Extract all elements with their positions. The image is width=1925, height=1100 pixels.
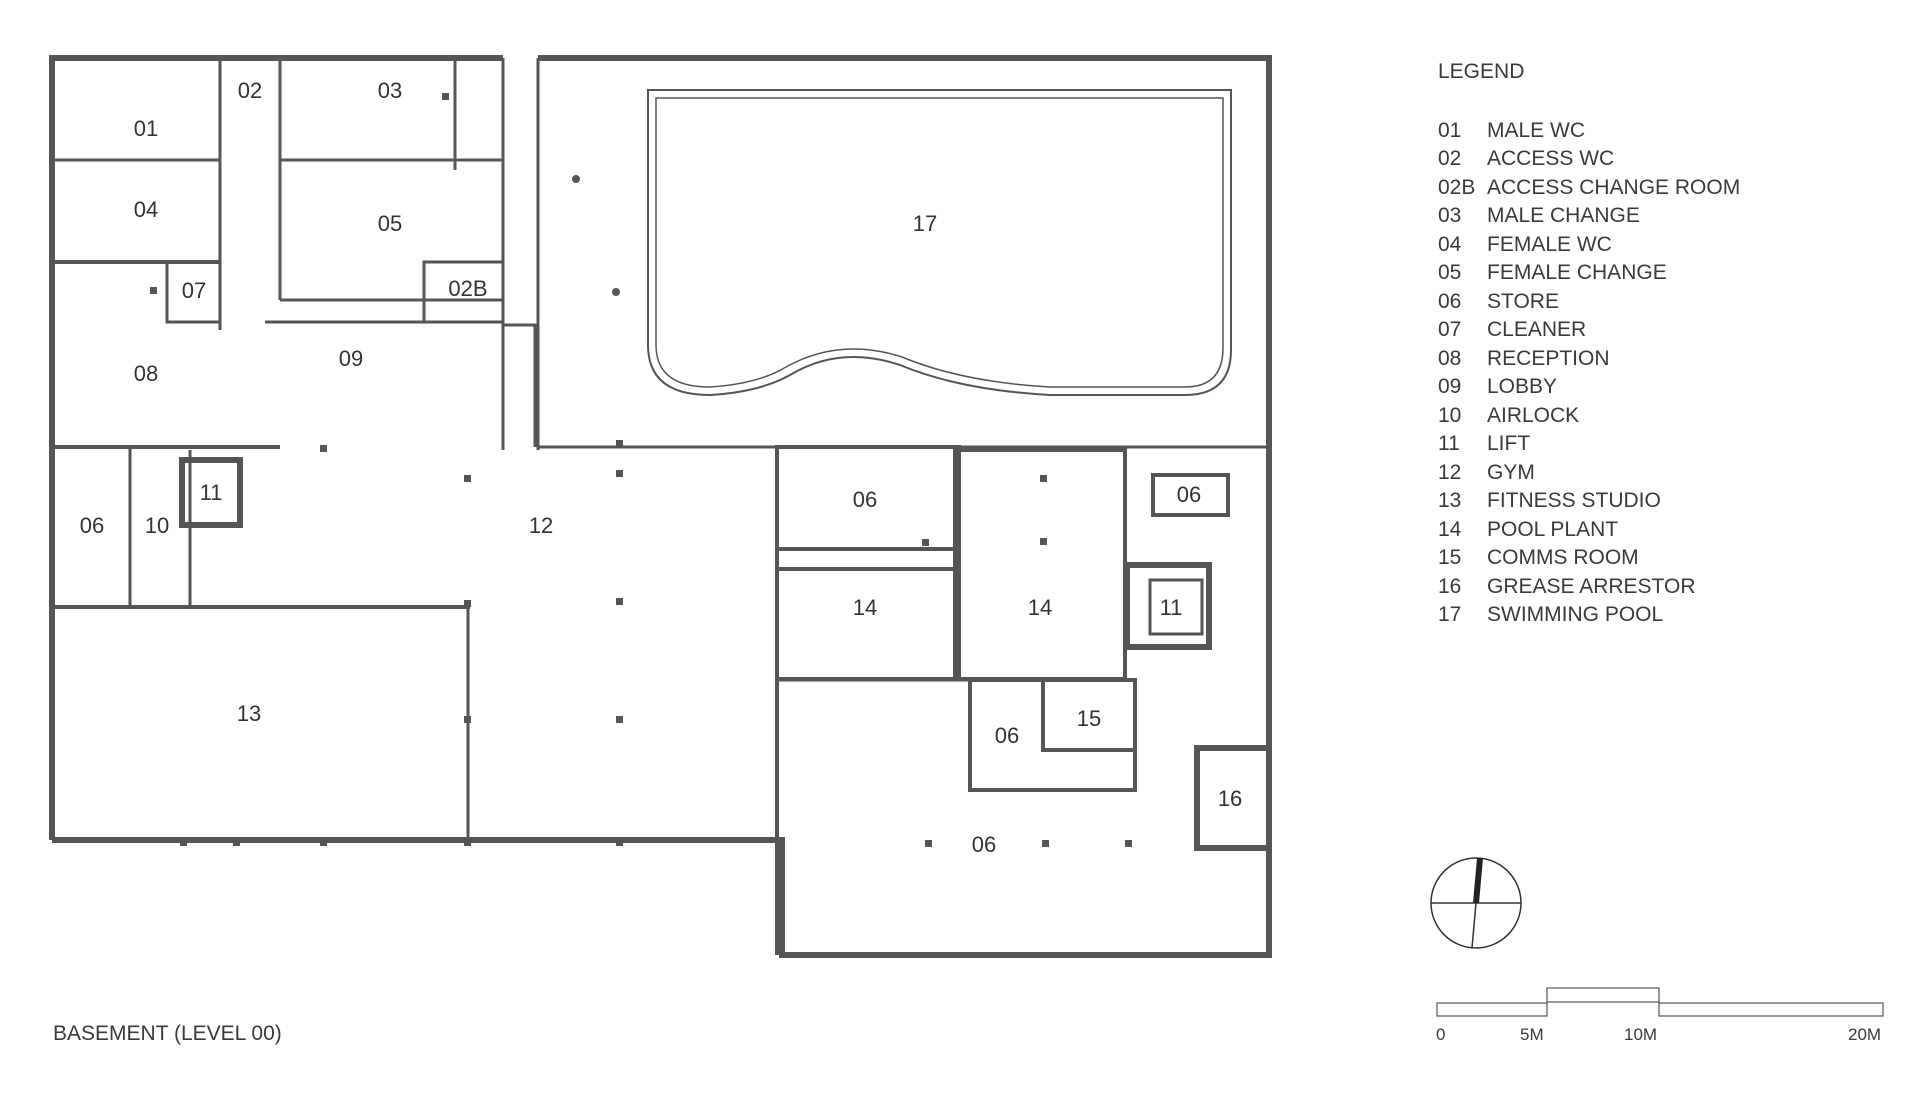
room-tag-17: 17 (913, 211, 937, 236)
legend-item-code: 04 (1438, 232, 1462, 256)
legend-item-name: AIRLOCK (1487, 403, 1580, 427)
legend-item: 15 COMMS ROOM (1438, 544, 1740, 573)
legend-item: 02 ACCESS WC (1438, 145, 1740, 174)
legend-list: 01 MALE WC 02 ACCESS WC 02B ACCESS CHANGE ROO… (1438, 117, 1740, 630)
legend-item-name: COMMS ROOM (1487, 546, 1639, 569)
legend-item-code: 17 (1438, 603, 1462, 626)
scale-label-10m: 10M (1624, 1025, 1658, 1044)
legend-item: 08 RECEPTION (1438, 345, 1740, 374)
legend-item-code: 13 (1438, 489, 1462, 512)
room-tag-05: 05 (378, 211, 402, 236)
legend-item-code: 12 (1438, 460, 1462, 484)
legend-item: 17 SWIMMING POOL (1438, 601, 1740, 630)
legend-item: 16 GREASE ARRESTOR (1438, 573, 1740, 602)
legend-item-name: FEMALE WC (1487, 232, 1612, 256)
legend: LEGEND 01 MALE WC 02 ACCESS WC 02B ACCESS CHA… (1438, 58, 1740, 630)
room-labels: 01 02 03 04 05 02B 07 08 09 17 11 06 10 … (80, 78, 1242, 857)
room-tag-14b: 14 (1028, 595, 1052, 620)
legend-item-code: 05 (1438, 261, 1462, 284)
room-tag-06a: 06 (80, 513, 104, 538)
legend-item-name: ACCESS WC (1487, 147, 1615, 170)
north-arrow-icon (1430, 857, 1522, 949)
legend-item-code: 14 (1438, 517, 1462, 541)
legend-item: 14 POOL PLANT (1438, 516, 1740, 545)
legend-item-name: MALE CHANGE (1487, 204, 1640, 227)
plan-title: BASEMENT (LEVEL 00) (53, 1022, 282, 1045)
legend-item: 06 STORE (1438, 288, 1740, 317)
legend-item-code: 09 (1438, 375, 1462, 398)
legend-item-code: 11 (1438, 432, 1460, 455)
room-tag-13: 13 (237, 701, 261, 726)
legend-item-name: ACCESS CHANGE ROOM (1487, 175, 1741, 199)
room-tag-06c: 06 (1177, 482, 1201, 507)
room-tag-03: 03 (378, 78, 402, 103)
legend-item: 01 MALE WC (1438, 117, 1740, 146)
legend-item-code: 02B (1438, 175, 1476, 199)
swimming-pool-outline (647, 89, 1232, 397)
legend-title: LEGEND (1438, 60, 1525, 83)
legend-item-code: 06 (1438, 289, 1462, 313)
structural-columns (150, 93, 1132, 847)
room-tag-07: 07 (182, 278, 206, 303)
legend-item-code: 01 (1438, 118, 1462, 142)
room-tag-06b: 06 (853, 487, 877, 512)
legend-item-code: 08 (1438, 346, 1462, 370)
legend-item: 04 FEMALE WC (1438, 231, 1740, 260)
room-tag-14a: 14 (853, 595, 877, 620)
legend-item-name: FITNESS STUDIO (1487, 489, 1661, 512)
legend-item-name: RECEPTION (1487, 346, 1610, 370)
scale-label-0: 0 (1436, 1025, 1446, 1044)
room-tag-01: 01 (134, 116, 158, 141)
scale-label-20m: 20M (1848, 1025, 1882, 1044)
legend-item-name: LOBBY (1487, 375, 1558, 398)
room-tag-09: 09 (339, 346, 363, 371)
legend-item: 12 GYM (1438, 459, 1740, 488)
legend-item-code: 02 (1438, 147, 1462, 170)
legend-item-name: GYM (1487, 460, 1535, 484)
legend-item-code: 15 (1438, 546, 1462, 569)
room-tag-04: 04 (134, 197, 158, 222)
legend-item: 03 MALE CHANGE (1438, 202, 1740, 231)
legend-item-name: POOL PLANT (1487, 517, 1619, 541)
building-outer-walls (49, 55, 1272, 958)
legend-item-code: 10 (1438, 403, 1462, 427)
room-tag-16: 16 (1218, 786, 1242, 811)
legend-item-name: MALE WC (1487, 118, 1586, 142)
interior-walls (52, 58, 1272, 955)
legend-item-code: 07 (1438, 318, 1462, 341)
legend-item: 09 LOBBY (1438, 373, 1740, 402)
room-tag-10: 10 (145, 513, 169, 538)
legend-item: 02B ACCESS CHANGE ROOM (1438, 174, 1740, 203)
room-tag-02: 02 (238, 78, 262, 103)
legend-item-name: LIFT (1487, 432, 1531, 455)
legend-item-code: 03 (1438, 204, 1462, 227)
legend-item-name: GREASE ARRESTOR (1487, 574, 1696, 598)
legend-item-name: CLEANER (1487, 318, 1587, 341)
legend-item-name: SWIMMING POOL (1487, 603, 1664, 626)
legend-item: 05 FEMALE CHANGE (1438, 259, 1740, 288)
legend-item-name: STORE (1487, 289, 1559, 313)
room-tag-08: 08 (134, 361, 158, 386)
legend-item: 11 LIFT (1438, 430, 1740, 459)
room-tag-11b: 11 (1160, 595, 1183, 620)
scale-label-5m: 5M (1520, 1025, 1544, 1044)
room-tag-12: 12 (529, 513, 553, 538)
room-tag-02b: 02B (448, 276, 487, 301)
room-tag-06d: 06 (995, 723, 1019, 748)
legend-item: 07 CLEANER (1438, 316, 1740, 345)
room-tag-06e: 06 (972, 832, 996, 857)
scale-bar (1436, 987, 1884, 1017)
legend-item: 10 AIRLOCK (1438, 402, 1740, 431)
legend-item: 13 FITNESS STUDIO (1438, 487, 1740, 516)
room-tag-15: 15 (1077, 706, 1101, 731)
legend-item-code: 16 (1438, 574, 1462, 598)
legend-item-name: FEMALE CHANGE (1487, 261, 1667, 284)
room-tag-11a: 11 (200, 480, 223, 505)
